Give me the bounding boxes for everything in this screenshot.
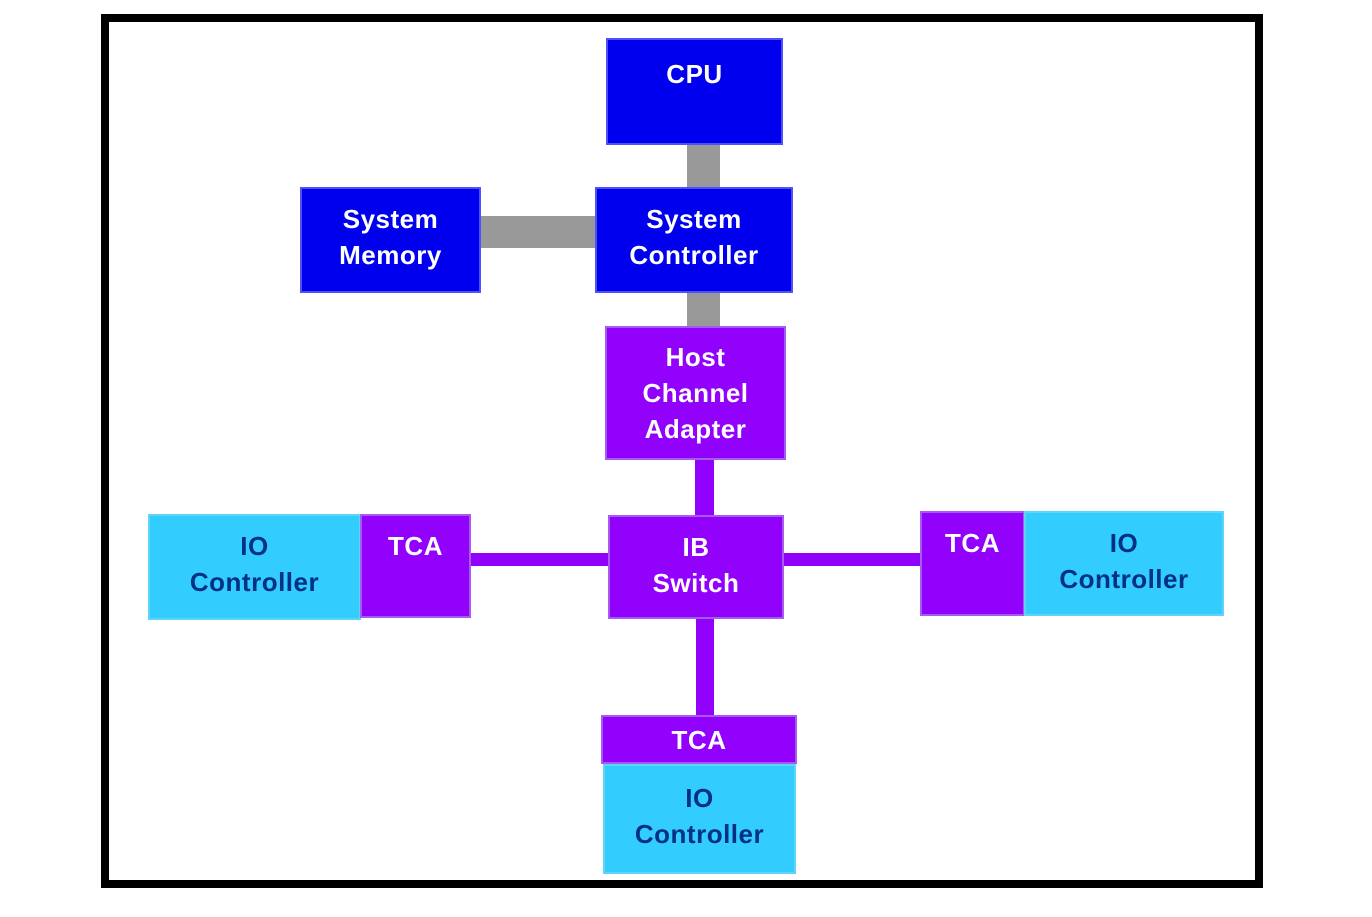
connector-ib-switch-tca-right xyxy=(780,553,924,566)
ib-switch-box: IB Switch xyxy=(608,515,784,619)
tca-left-label: TCA xyxy=(388,531,443,561)
io-controller-right-label: IO xyxy=(1109,528,1139,558)
tca-right-label: TCA xyxy=(945,528,1000,558)
host-channel-adapter-box: Host Channel Adapter xyxy=(605,326,786,460)
io-controller-bottom-label: IO xyxy=(685,783,714,813)
cpu-label: CPU xyxy=(666,59,723,89)
tca-bottom-label: TCA xyxy=(671,725,727,755)
system-memory-box: System Memory xyxy=(300,187,481,293)
diagram-frame: CPU System Memory System Controller Host… xyxy=(101,14,1263,888)
tca-right-box: TCA xyxy=(920,511,1025,616)
connector-memory-system-controller xyxy=(476,216,600,248)
io-controller-left-box: IO Controller xyxy=(148,514,361,620)
connector-ib-switch-tca-bottom xyxy=(696,615,714,719)
connector-ib-switch-tca-left xyxy=(466,553,612,566)
io-controller-right-box: IO Controller xyxy=(1024,511,1224,616)
system-controller-box: System Controller xyxy=(595,187,793,293)
cpu-box: CPU xyxy=(606,38,783,145)
tca-bottom-box: TCA xyxy=(601,715,797,764)
connector-system-controller-hca xyxy=(687,288,720,332)
system-memory-label: System xyxy=(342,204,439,234)
connector-hca-ib-switch xyxy=(695,456,714,520)
io-controller-left-label: IO xyxy=(240,531,269,561)
ib-switch-label: IB xyxy=(682,532,710,562)
system-controller-label: System xyxy=(646,204,742,234)
host-channel-adapter-label: Host xyxy=(665,342,726,372)
tca-left-box: TCA xyxy=(360,514,471,618)
io-controller-bottom-box: IO Controller xyxy=(603,764,796,874)
